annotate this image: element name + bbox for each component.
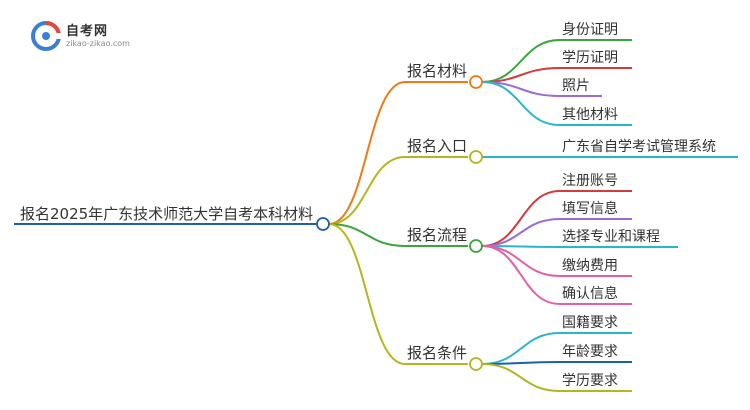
- branch-node-circle[interactable]: [469, 239, 483, 253]
- mindmap-edges: [14, 39, 738, 392]
- site-logo[interactable]: 自考网 zikao-zikao.com: [30, 18, 150, 58]
- branch-node-circle[interactable]: [469, 357, 483, 371]
- child-label: 注册账号: [562, 173, 618, 189]
- child-label: 确认信息: [562, 285, 618, 302]
- child-edge: [481, 363, 561, 392]
- branch-label: 报名入口: [407, 137, 467, 155]
- mindmap-nodes: 报名2025年广东技术师范大学自考本科材料 报名材料 身份证明学历证明照片其他材料报…: [20, 22, 716, 389]
- branch-label: 报名流程: [407, 226, 467, 244]
- branch-edge: [328, 223, 406, 365]
- branch-edge: [328, 81, 406, 225]
- child-edge: [481, 332, 561, 365]
- logo-mark-icon: [31, 21, 62, 51]
- child-label: 学历要求: [562, 373, 618, 389]
- root-node-circle[interactable]: [316, 217, 330, 231]
- branch-label: 报名条件: [407, 344, 467, 362]
- child-label: 缴纳费用: [562, 258, 618, 274]
- branch-node-circle[interactable]: [469, 150, 483, 164]
- child-label: 国籍要求: [562, 314, 618, 331]
- child-edge: [481, 245, 561, 305]
- child-edge: [481, 245, 561, 277]
- logo-subtitle: zikao-zikao.com: [66, 39, 130, 48]
- branch-edge: [328, 156, 406, 225]
- child-edge: [481, 218, 561, 247]
- branch-edge: [328, 223, 406, 247]
- logo-title: 自考网: [66, 24, 109, 39]
- child-label: 填写信息: [562, 200, 618, 217]
- root-label: 报名2025年广东技术师范大学自考本科材料: [20, 205, 313, 223]
- child-label: 身份证明: [562, 22, 618, 38]
- branch-node-circle[interactable]: [469, 75, 483, 89]
- child-label: 广东省自学考试管理系统: [562, 139, 716, 155]
- child-label: 选择专业和课程: [562, 229, 660, 245]
- child-label: 年龄要求: [562, 344, 618, 360]
- child-label: 照片: [562, 78, 590, 94]
- child-label: 其他材料: [562, 107, 618, 123]
- child-edge: [481, 81, 561, 126]
- branch-label: 报名材料: [407, 62, 467, 80]
- child-edge: [481, 190, 561, 247]
- child-label: 学历证明: [562, 50, 618, 66]
